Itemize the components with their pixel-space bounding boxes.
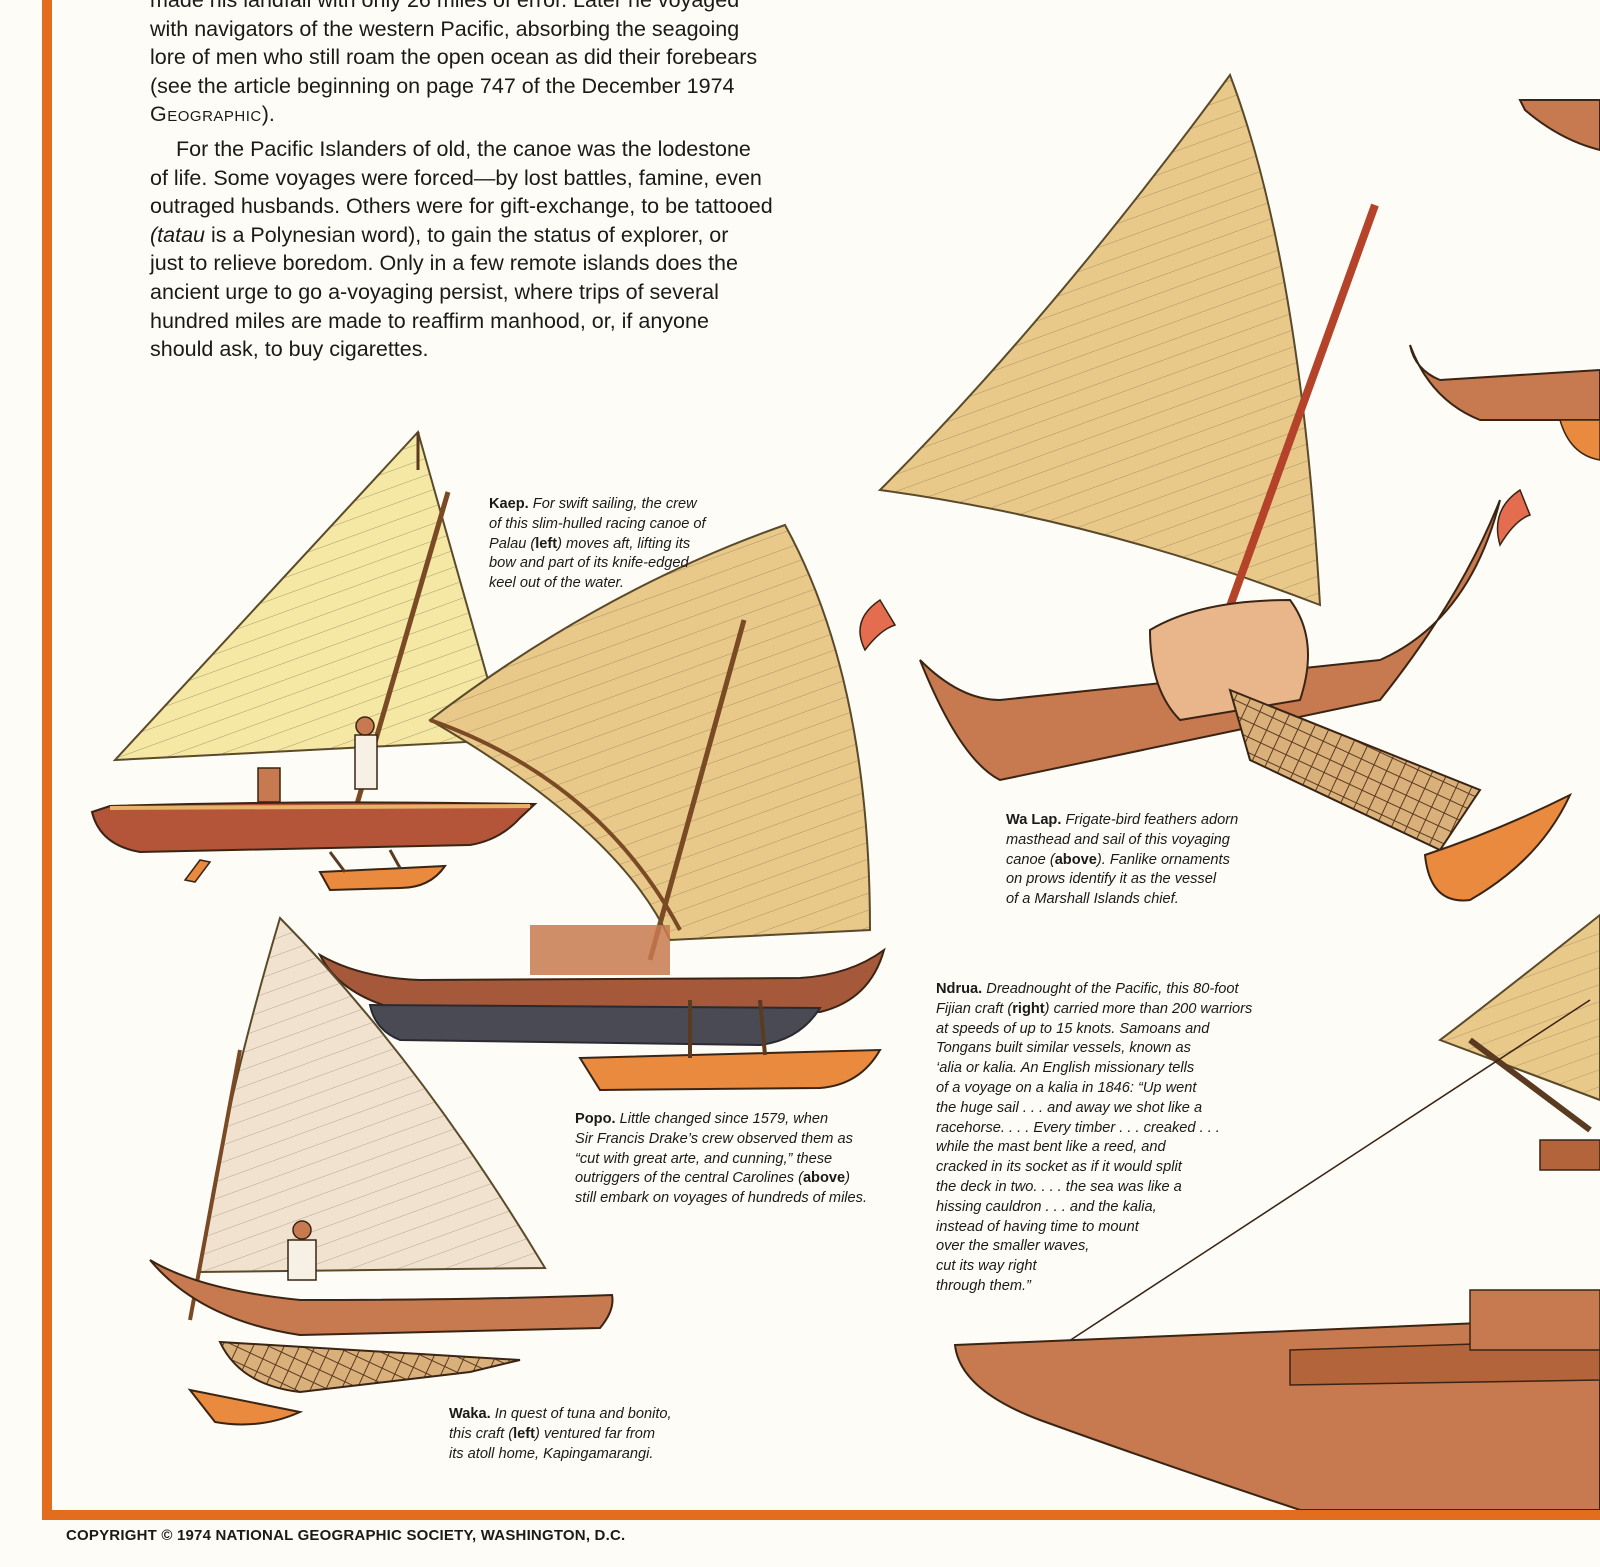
- caption-title: Waka.: [449, 1406, 491, 1422]
- caption-kaep: Kaep. For swift sailing, the crew of thi…: [489, 496, 706, 592]
- caption-waka: Waka. In quest of tuna and bonito, this …: [449, 1406, 672, 1462]
- popo-canoe-illustration: [317, 523, 886, 1092]
- page-frame-bottom: [42, 1510, 1600, 1520]
- magazine-name: Geographic: [150, 102, 262, 127]
- ndrua-canoe-illustration: [953, 913, 1600, 1510]
- partial-canoes-right-edge: [1409, 99, 1600, 461]
- waka-canoe-illustration: [149, 916, 614, 1426]
- intro-text: made his landfall with only 26 miles of …: [150, 0, 890, 364]
- caption-walap: Wa Lap. Frigate-bird feathers adorn mast…: [1006, 812, 1239, 908]
- caption-popo: Popo. Little changed since 1579, when Si…: [575, 1111, 868, 1207]
- copyright-notice: COPYRIGHT © 1974 NATIONAL GEOGRAPHIC SOC…: [66, 1527, 626, 1544]
- page-frame-left: [0, 0, 52, 1520]
- canoe-illustrations: [90, 72, 1600, 1510]
- caption-title: Kaep.: [489, 496, 529, 512]
- intro-paragraph-1: made his landfall with only 26 miles of …: [150, 0, 758, 127]
- caption-title: Wa Lap.: [1006, 812, 1062, 828]
- caption-title: Ndrua.: [936, 981, 983, 997]
- caption-title: Popo.: [575, 1111, 616, 1127]
- walap-canoe-illustration: [859, 72, 1573, 902]
- intro-paragraph-2: For the Pacific Islanders of old, the ca…: [150, 136, 773, 362]
- kaep-canoe-illustration: [90, 430, 538, 892]
- caption-ndrua: Ndrua. Dreadnought of the Pacific, this …: [936, 981, 1253, 1294]
